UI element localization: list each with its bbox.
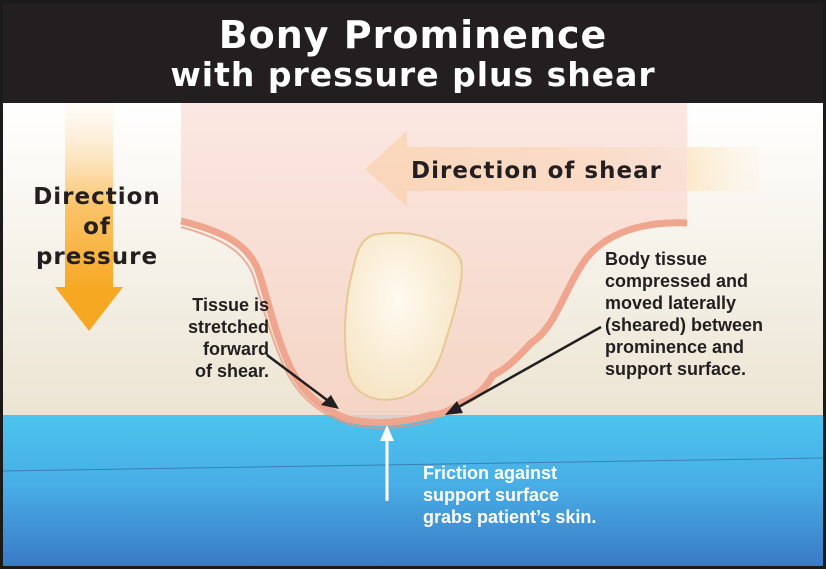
tissue-label-line: forward bbox=[151, 339, 269, 361]
title-line-1: Bony Prominence bbox=[3, 13, 823, 57]
tissue-label-line: Tissue is bbox=[151, 295, 269, 317]
title-bar: Bony Prominence with pressure plus shear bbox=[3, 3, 823, 103]
friction-label: Friction against support surface grabs p… bbox=[423, 463, 596, 529]
title-line-2: with pressure plus shear bbox=[3, 55, 823, 94]
tissue-label-line: of shear. bbox=[151, 361, 269, 383]
body-tissue-label-line: compressed and bbox=[605, 271, 763, 293]
body-tissue-label-line: support surface. bbox=[605, 359, 763, 381]
friction-label-line: Friction against bbox=[423, 463, 596, 485]
body-tissue-label-line: (sheared) between bbox=[605, 315, 763, 337]
pressure-label-line: of bbox=[17, 213, 177, 243]
pressure-label: Direction of pressure bbox=[17, 183, 177, 273]
body-tissue-label-line: Body tissue bbox=[605, 249, 763, 271]
pressure-label-line: Direction bbox=[17, 183, 177, 213]
body-tissue-label-line: moved laterally bbox=[605, 293, 763, 315]
tissue-label-line: stretched bbox=[151, 317, 269, 339]
pressure-label-line: pressure bbox=[17, 243, 177, 273]
body-tissue-label-line: prominence and bbox=[605, 337, 763, 359]
tissue-stretched-label: Tissue is stretched forward of shear. bbox=[151, 295, 269, 383]
shear-label: Direction of shear bbox=[411, 157, 662, 185]
friction-label-line: support surface bbox=[423, 485, 596, 507]
friction-label-line: grabs patient’s skin. bbox=[423, 507, 596, 529]
support-surface bbox=[3, 415, 823, 569]
body-tissue-label: Body tissue compressed and moved lateral… bbox=[605, 249, 763, 381]
